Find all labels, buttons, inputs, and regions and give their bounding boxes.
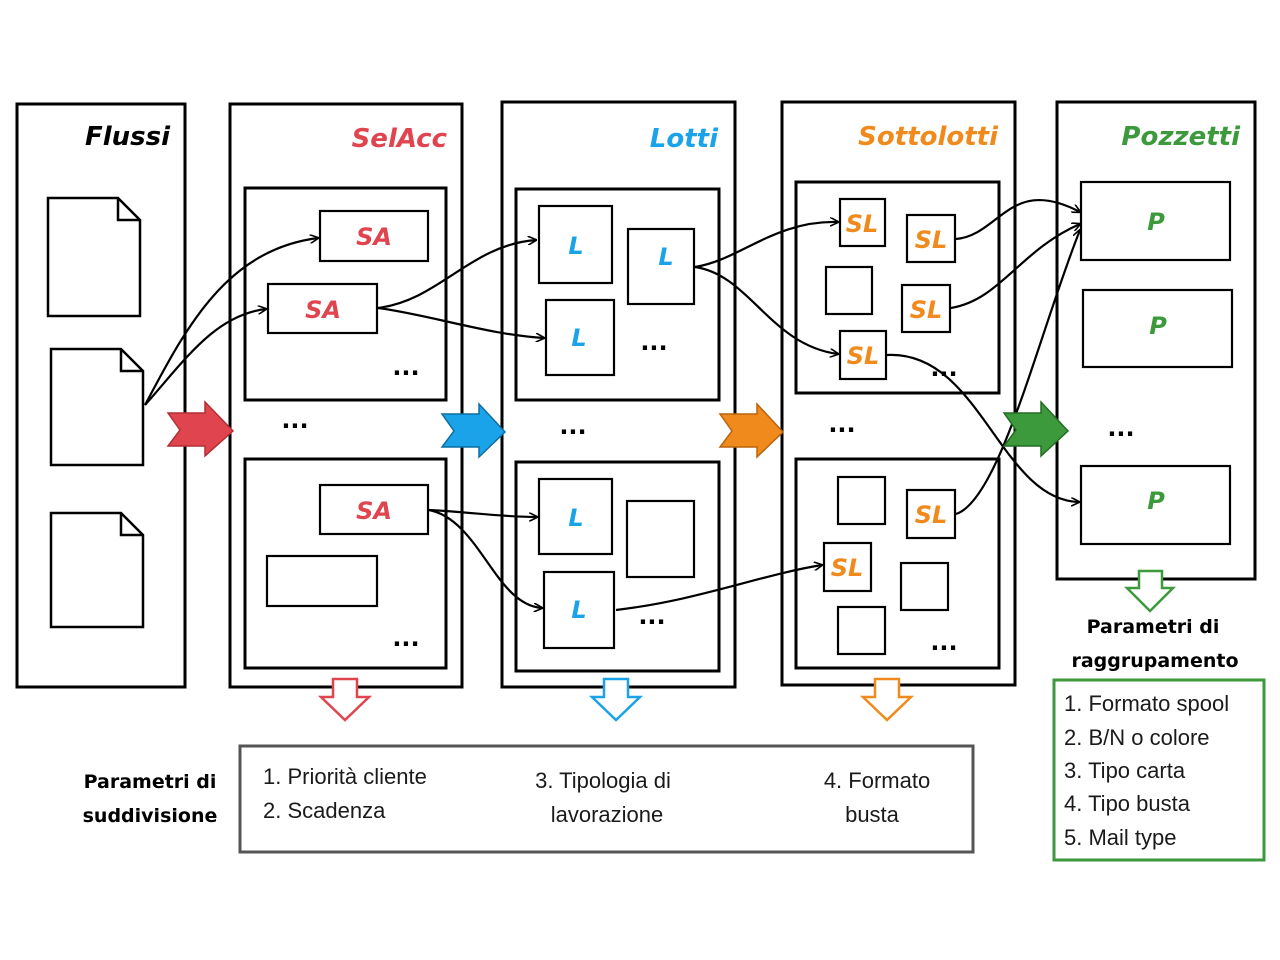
orange-down-arrow-icon (859, 677, 915, 722)
ellipsis: ... (640, 328, 667, 356)
blue-down-arrow-icon (588, 677, 644, 722)
ellipsis: ... (392, 353, 419, 381)
sa-node (266, 282, 379, 335)
l-node (544, 298, 616, 377)
ellipsis: ... (930, 628, 957, 656)
suddivisione-item: busta (845, 802, 900, 827)
sl-label: SL (831, 554, 864, 582)
suddivisione-item: 2. Scadenza (263, 798, 386, 823)
sl-label: SL (915, 501, 948, 529)
raggruppamento-box (1052, 678, 1266, 862)
p-label: P (1147, 208, 1165, 236)
ellipsis: ... (559, 412, 586, 440)
blue-arrow-icon (440, 402, 507, 459)
empty-node (899, 561, 950, 612)
sa-label: SA (356, 223, 392, 251)
ellipsis: ... (1107, 414, 1134, 442)
green-down-arrow-icon (1123, 569, 1177, 613)
flussi-title: Flussi (85, 122, 171, 152)
raggruppamento-item: 5. Mail type (1064, 825, 1177, 850)
empty-node (625, 499, 696, 579)
ellipsis: ... (392, 624, 419, 652)
connector-arrows (144, 198, 1080, 610)
sl-label: SL (846, 210, 879, 238)
p-label: P (1149, 312, 1167, 340)
l-label: L (568, 232, 583, 260)
raggruppamento-item: 4. Tipo busta (1064, 791, 1191, 816)
suddivisione-heading: suddivisione (83, 805, 218, 827)
sa-node (318, 209, 430, 263)
raggruppamento-item: 1. Formato spool (1064, 691, 1229, 716)
document-icon (46, 196, 142, 318)
l-node (542, 570, 616, 650)
sl-node (900, 283, 952, 334)
raggruppamento-item: 3. Tipo carta (1064, 758, 1186, 783)
suddivisione-item: lavorazione (551, 802, 664, 827)
document-icon (49, 511, 145, 629)
orange-arrow-icon (718, 402, 785, 459)
p-node (1081, 288, 1234, 369)
raggruppamento-item: 2. B/N o colore (1064, 725, 1210, 750)
suddivisione-item: 4. Formato (824, 768, 930, 793)
red-arrow-icon (166, 400, 235, 458)
lotti-title: Lotti (650, 124, 719, 154)
p-node (1079, 180, 1232, 262)
raggruppamento-heading: raggrupamento (1071, 650, 1238, 672)
suddivisione-item: 3. Tipologia di (535, 768, 671, 793)
sa-node (318, 483, 430, 536)
l-label: L (571, 324, 586, 352)
sottolotti-group (794, 457, 1001, 670)
l-node (537, 477, 614, 556)
suddivisione-item: 1. Priorità cliente (263, 764, 427, 789)
empty-node (824, 265, 874, 316)
ellipsis: ... (828, 410, 855, 438)
ellipsis: ... (281, 406, 308, 434)
empty-node (836, 605, 887, 656)
sl-node (905, 488, 957, 540)
l-node (626, 227, 696, 306)
sl-label: SL (915, 226, 948, 254)
l-label: L (571, 596, 586, 624)
l-label: L (568, 504, 583, 532)
sa-label: SA (356, 497, 392, 525)
empty-node (836, 475, 887, 526)
pozzetti-title: Pozzetti (1121, 122, 1241, 152)
sl-node (838, 197, 887, 248)
document-icon (49, 347, 145, 467)
suddivisione-box (238, 744, 975, 854)
raggruppamento-heading: Parametri di (1087, 616, 1220, 638)
suddivisione-heading: Parametri di (84, 771, 217, 793)
selacc-title: SelAcc (352, 124, 448, 154)
l-label: L (658, 243, 673, 271)
sl-node (822, 541, 873, 593)
p-label: P (1147, 487, 1165, 515)
sl-node (838, 329, 888, 381)
sl-label: SL (847, 342, 880, 370)
sa-label: SA (305, 296, 341, 324)
red-down-arrow-icon (317, 677, 373, 722)
l-node (537, 204, 614, 285)
sl-node (905, 213, 957, 264)
sl-label: SL (910, 296, 943, 324)
empty-node (265, 554, 379, 608)
green-arrow-icon (1002, 400, 1070, 458)
p-node (1079, 464, 1232, 546)
sottolotti-title: Sottolotti (858, 122, 999, 152)
